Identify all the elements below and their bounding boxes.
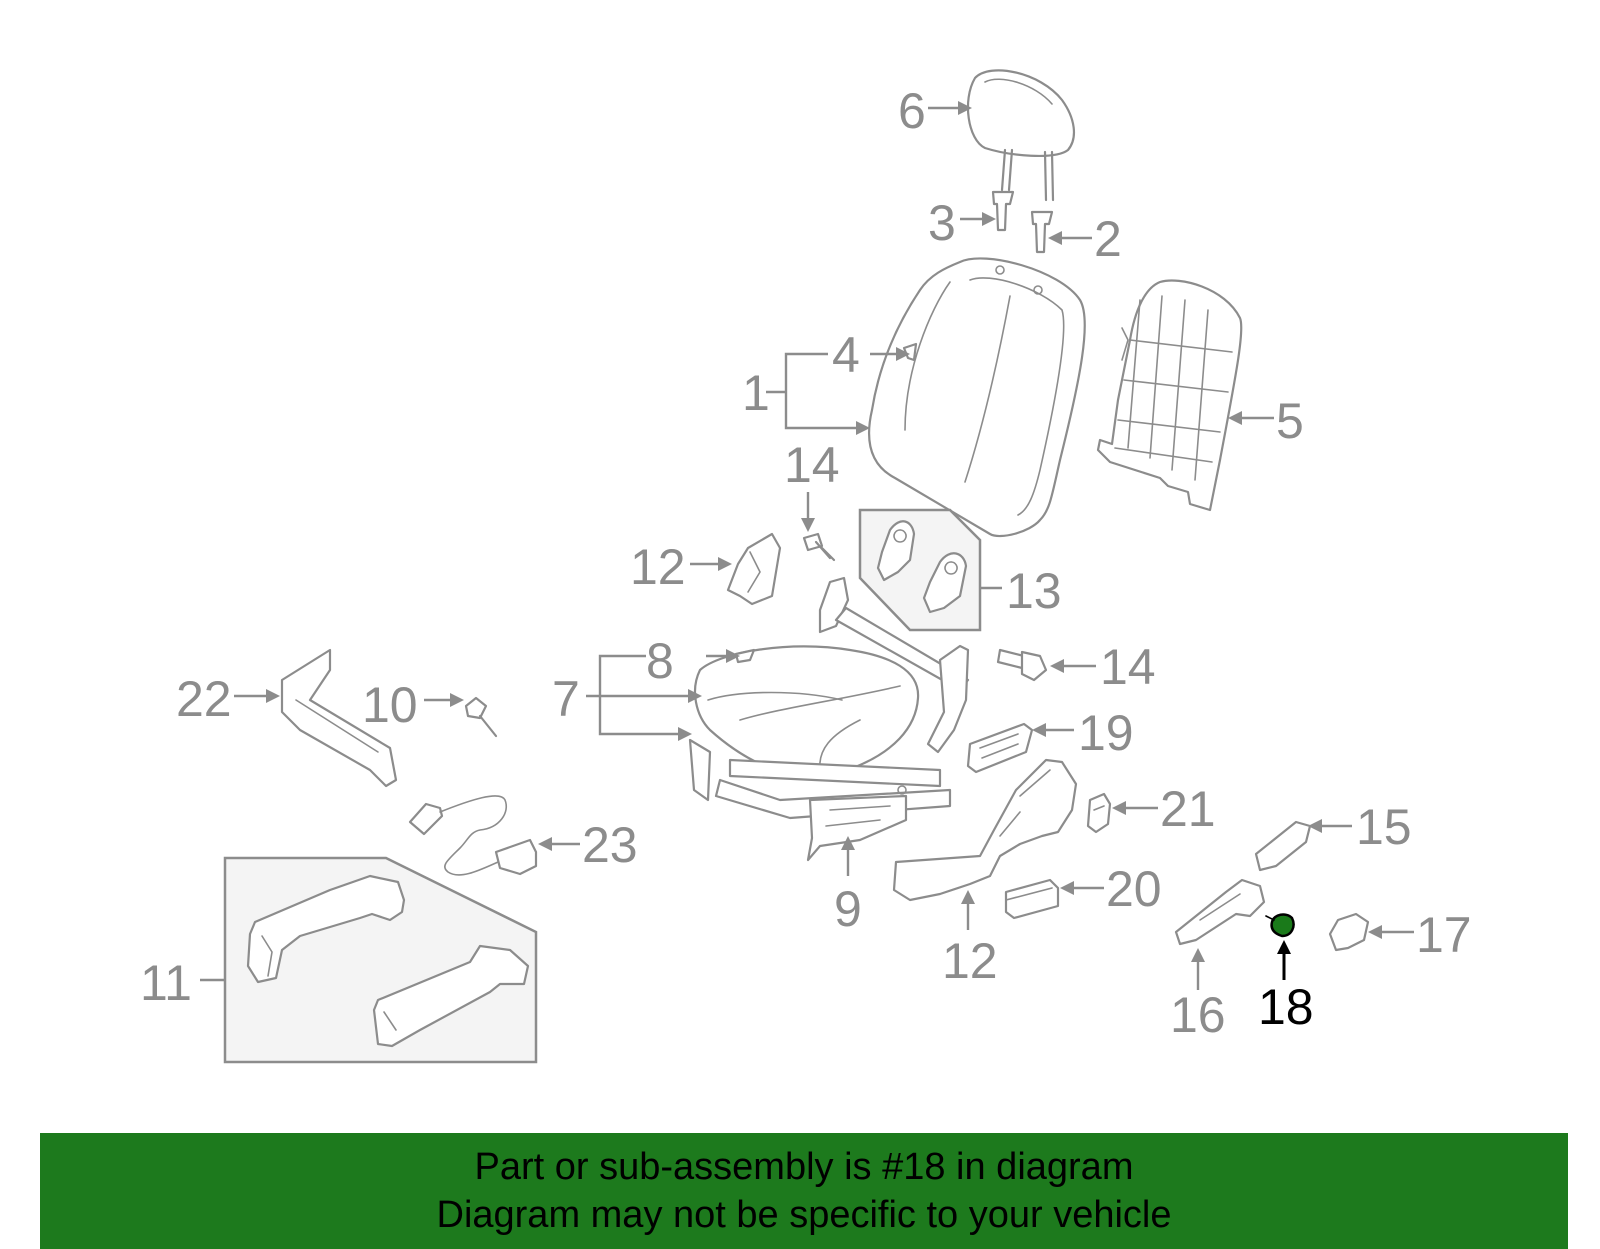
callout-17: 17 [1416, 907, 1472, 963]
callout-4: 4 [832, 327, 860, 383]
callout-1: 1 [742, 365, 770, 421]
callout-13: 13 [1006, 563, 1062, 619]
seat-back-part [868, 257, 1086, 538]
seat-cushion-part [693, 645, 920, 778]
callout-15: 15 [1356, 799, 1412, 855]
bolt-14-lower-part [996, 648, 1048, 682]
knob-17-part [1328, 912, 1370, 952]
callout-2: 2 [1094, 211, 1122, 267]
lever-16-part [1174, 878, 1266, 946]
callout-18: 18 [1258, 979, 1314, 1035]
screw-18-part [1265, 913, 1295, 938]
callout-23: 23 [582, 817, 638, 873]
bar-22-part [280, 648, 398, 788]
callout-20: 20 [1106, 861, 1162, 917]
callout-10: 10 [362, 677, 418, 733]
block-20-part [1004, 878, 1060, 920]
callout-5: 5 [1276, 393, 1304, 449]
wire-harness-part [408, 795, 538, 876]
callout-11: 11 [140, 955, 192, 1011]
callout-19: 19 [1078, 705, 1134, 761]
callout-22: 22 [176, 671, 232, 727]
callout-7: 7 [552, 671, 580, 727]
banner-disclaimer-line: Diagram may not be specific to your vehi… [436, 1194, 1172, 1236]
callout-12-upper: 12 [630, 539, 686, 595]
parts-diagram: 6 3 2 4 1 5 14 12 13 14 8 7 22 10 19 21 … [140, 69, 1472, 1064]
callout-16: 16 [1170, 987, 1226, 1043]
callout-12-lower: 12 [942, 933, 998, 989]
banner-part-line: Part or sub-assembly is #18 in diagram [474, 1146, 1134, 1188]
callout-8: 8 [646, 633, 674, 689]
side-shield-part [892, 758, 1078, 902]
hinge-cover-upper-part [726, 532, 782, 606]
callout-3: 3 [928, 195, 956, 251]
headrest-guide-left-part [991, 190, 1015, 232]
headrest-part [966, 69, 1076, 202]
recliner-cover-set-box [858, 508, 982, 632]
seat-rail-set-box [223, 856, 538, 1064]
clip-21-part [1086, 792, 1112, 834]
seat-back-panel-part [1096, 279, 1243, 512]
callout-21: 21 [1160, 781, 1216, 837]
callout-6: 6 [898, 83, 926, 139]
leader-lines [200, 101, 1414, 990]
switch-19-part [966, 722, 1034, 774]
info-banner: Part or sub-assembly is #18 in diagram D… [40, 1133, 1568, 1249]
trim-15-part [1254, 820, 1312, 872]
bolt-10-part [464, 696, 498, 738]
callout-14-upper: 14 [784, 437, 840, 493]
clip-8-part [734, 648, 756, 664]
headrest-guide-right-part [1030, 210, 1054, 254]
seat-frame-track-part [688, 576, 970, 862]
bolt-14-upper-part [802, 532, 836, 562]
callout-14-lower: 14 [1100, 639, 1156, 695]
callout-9: 9 [834, 881, 862, 937]
